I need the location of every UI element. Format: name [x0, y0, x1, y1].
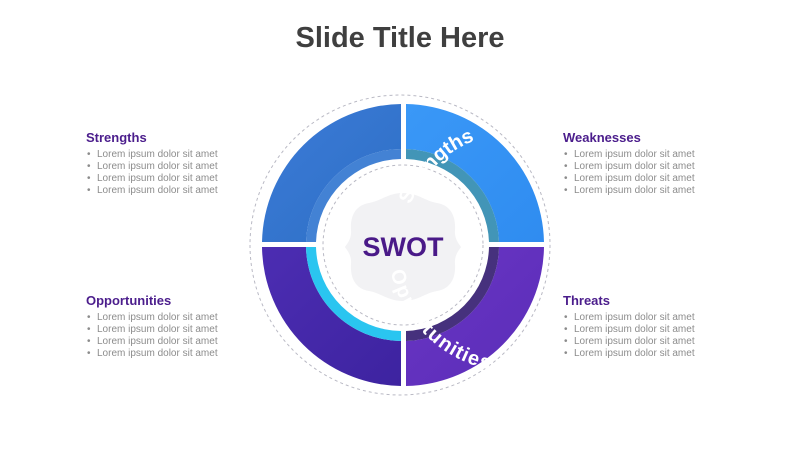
panel-opportunities: Opportunities Lorem ipsum dolor sit amet… — [86, 293, 256, 360]
panel-strengths: Strengths Lorem ipsum dolor sit amet Lor… — [86, 130, 256, 197]
inner-ring-opportunities — [306, 247, 401, 341]
bullet-item: Lorem ipsum dolor sit amet — [86, 149, 256, 161]
inner-ring-strengths — [306, 149, 401, 242]
bullet-item: Lorem ipsum dolor sit amet — [563, 173, 733, 185]
bullet-item: Lorem ipsum dolor sit amet — [563, 336, 733, 348]
bullet-item: Lorem ipsum dolor sit amet — [563, 348, 733, 360]
inner-ring-threats — [406, 247, 499, 341]
panel-title-weaknesses: Weaknesses — [563, 130, 641, 145]
bullet-item: Lorem ipsum dolor sit amet — [86, 185, 256, 197]
center-label: SWOT — [363, 232, 444, 262]
panel-title-opportunities: Opportunities — [86, 293, 172, 308]
slide-title: Slide Title Here — [295, 22, 505, 54]
panel-title-threats: Threats — [563, 293, 610, 308]
bullet-item: Lorem ipsum dolor sit amet — [563, 149, 733, 161]
bullet-list-opportunities: Lorem ipsum dolor sit amet Lorem ipsum d… — [86, 312, 256, 360]
bullet-item: Lorem ipsum dolor sit amet — [86, 348, 256, 360]
bullet-item: Lorem ipsum dolor sit amet — [563, 312, 733, 324]
quadrant-weaknesses — [406, 104, 544, 242]
center-badge — [345, 193, 461, 301]
quadrant-threats — [406, 247, 544, 386]
bullet-item: Lorem ipsum dolor sit amet — [86, 161, 256, 173]
bullet-item: Lorem ipsum dolor sit amet — [563, 185, 733, 197]
bullet-list-strengths: Lorem ipsum dolor sit amet Lorem ipsum d… — [86, 149, 256, 197]
bullet-item: Lorem ipsum dolor sit amet — [86, 173, 256, 185]
quadrant-opportunities — [262, 247, 401, 386]
panel-threats: Threats Lorem ipsum dolor sit amet Lorem… — [563, 293, 733, 360]
bullet-item: Lorem ipsum dolor sit amet — [563, 161, 733, 173]
quadrant-strengths — [262, 104, 401, 242]
inner-ring-weaknesses — [406, 149, 499, 242]
outer-dashed-ring — [249, 94, 551, 396]
bullet-item: Lorem ipsum dolor sit amet — [563, 324, 733, 336]
bullet-item: Lorem ipsum dolor sit amet — [86, 336, 256, 348]
bullet-list-threats: Lorem ipsum dolor sit amet Lorem ipsum d… — [563, 312, 733, 360]
bullet-list-weaknesses: Lorem ipsum dolor sit amet Lorem ipsum d… — [563, 149, 733, 197]
panel-title-strengths: Strengths — [86, 130, 147, 145]
panel-weaknesses: Weaknesses Lorem ipsum dolor sit amet Lo… — [563, 130, 733, 197]
bullet-item: Lorem ipsum dolor sit amet — [86, 312, 256, 324]
bullet-item: Lorem ipsum dolor sit amet — [86, 324, 256, 336]
